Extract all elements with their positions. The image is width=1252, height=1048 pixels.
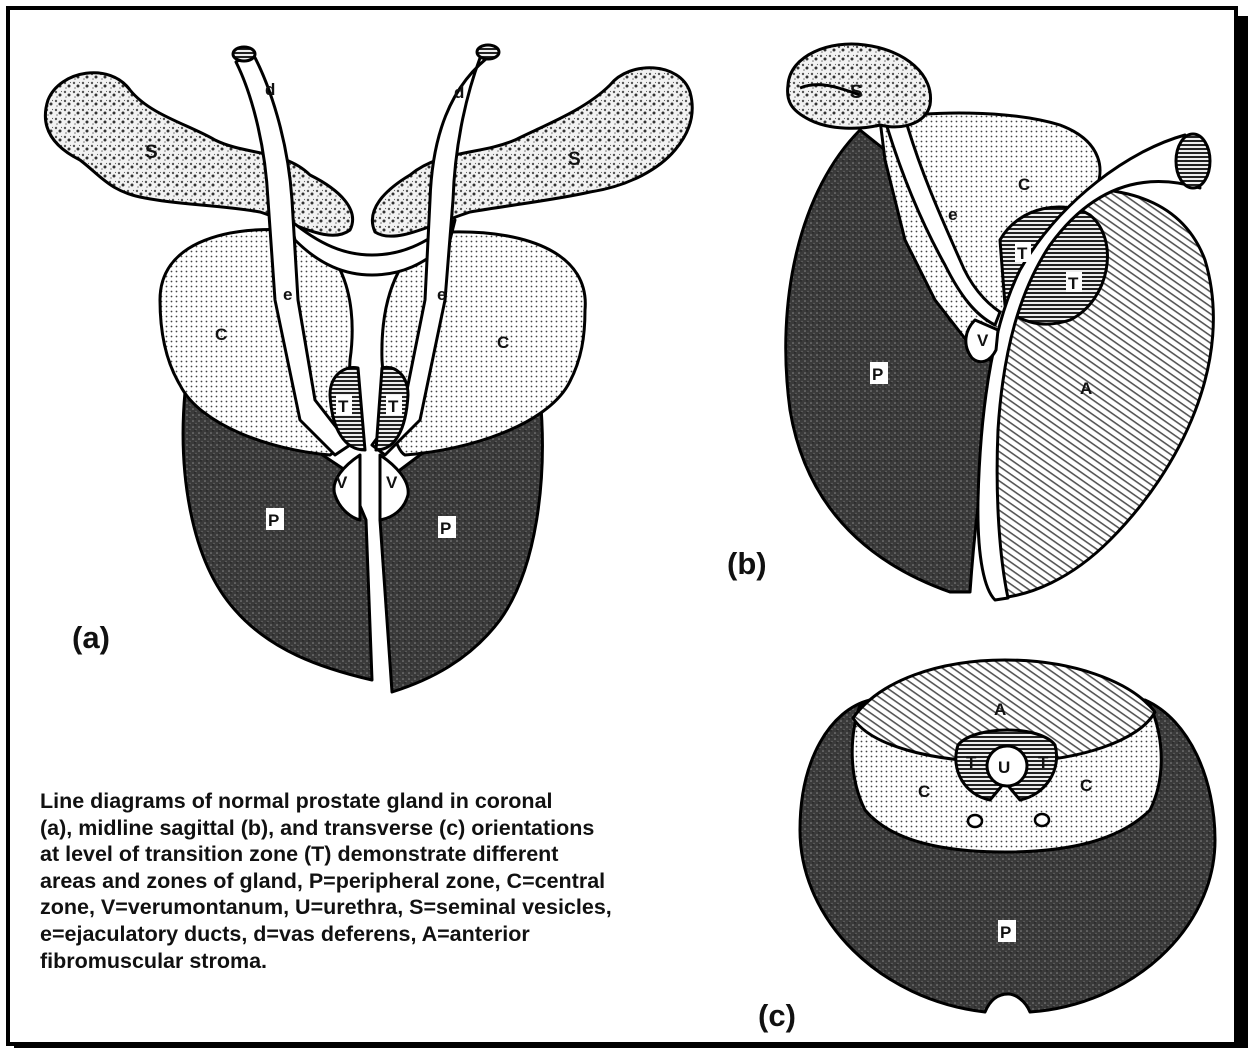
panel-b-label: (b): [727, 546, 767, 581]
label-b-ejac: e: [948, 205, 957, 224]
label-b-verum: V: [977, 331, 989, 350]
urethra-end-b: [1176, 134, 1210, 188]
ejaculatory-duct-c-left: [968, 815, 982, 827]
label-c-central-right: C: [1080, 776, 1092, 795]
label-a-vas-left: d: [265, 80, 275, 99]
label-a-seminal-left: S: [145, 142, 158, 163]
label-a-verum-left: V: [336, 473, 348, 492]
label-b-anterior: A: [1080, 379, 1092, 398]
label-c-urethra: U: [998, 758, 1010, 777]
label-a-central-right: C: [497, 333, 509, 352]
ejaculatory-duct-c-right: [1035, 814, 1049, 826]
label-c-central-left: C: [918, 782, 930, 801]
label-a-seminal-right: S: [568, 149, 581, 170]
panel-a-label: (a): [72, 620, 110, 655]
label-a-transition-left: T: [338, 397, 349, 416]
label-b-peripheral: P: [872, 365, 883, 384]
label-a-peripheral-left: P: [268, 511, 279, 530]
label-b-transition-1: T: [1017, 244, 1028, 263]
caption-line: Line diagrams of normal prostate gland i…: [40, 788, 760, 815]
label-b-central: C: [1018, 175, 1030, 194]
label-a-verum-right: V: [386, 473, 398, 492]
caption-line: (a), midline sagittal (b), and transvers…: [40, 815, 760, 842]
caption-line: at level of transition zone (T) demonstr…: [40, 841, 760, 868]
label-a-vas-right: d: [454, 83, 464, 102]
label-a-central-left: C: [215, 325, 227, 344]
caption-line: e=ejaculatory ducts, d=vas deferens, A=a…: [40, 921, 760, 948]
label-b-transition-2: T: [1068, 274, 1079, 293]
caption-line: zone, V=verumontanum, U=urethra, S=semin…: [40, 894, 760, 921]
panel-c-transverse: [800, 660, 1215, 1012]
caption-line: fibromuscular stroma.: [40, 948, 760, 975]
label-c-anterior: A: [994, 700, 1006, 719]
panel-c-label: (c): [758, 998, 796, 1033]
vas-deferens-end-right: [477, 45, 499, 59]
caption-line: areas and zones of gland, P=peripheral z…: [40, 868, 760, 895]
label-a-transition-right: T: [388, 397, 399, 416]
label-b-seminal: S: [850, 82, 863, 103]
label-c-peripheral: P: [1000, 923, 1011, 942]
label-c-transition-left: T: [966, 753, 977, 772]
figure-caption: Line diagrams of normal prostate gland i…: [40, 788, 760, 974]
label-a-peripheral-right: P: [440, 519, 451, 538]
label-a-ejac-right: e: [437, 285, 446, 304]
label-a-ejac-left: e: [283, 285, 292, 304]
vas-deferens-end-left: [233, 47, 255, 61]
label-c-transition-right: T: [1038, 753, 1049, 772]
